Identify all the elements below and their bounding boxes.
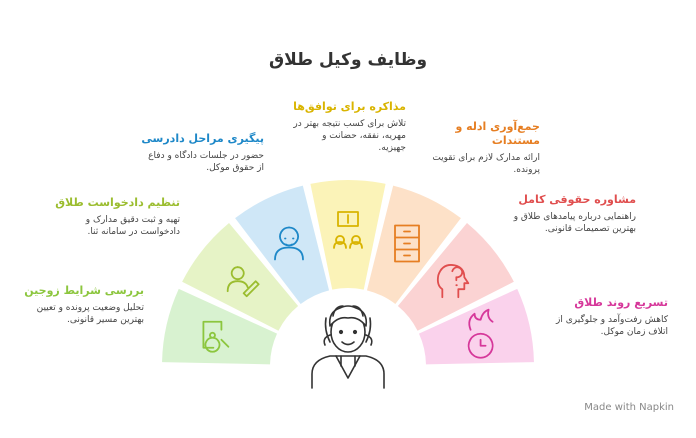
step-label: جمع‌آوری ادله و مستندات ارائه مدارک لازم … xyxy=(428,120,540,176)
file-cabinet-icon xyxy=(394,224,420,263)
step-description: کاهش رفت‌وآمد و جلوگیری از اتلاف زمان مو… xyxy=(556,315,668,337)
step-label: تسریع روند طلاق کاهش رفت‌وآمد و جلوگیری ا… xyxy=(548,296,668,338)
step-heading: تنظیم دادخواست طلاق xyxy=(55,196,180,209)
step-heading: مشاوره حقوقی کامل xyxy=(518,193,636,206)
step-description: تهیه و ثبت دقیق مدارک و دادخواست در ساما… xyxy=(85,215,180,237)
napkin-watermark: Made with Napkin xyxy=(584,402,674,413)
step-label: پیگیری مراحل دادرسی حضور در جلسات دادگاه … xyxy=(140,132,264,174)
step-description: راهنمایی درباره پیامدهای طلاق و بهترین ت… xyxy=(513,212,636,234)
fan-segment xyxy=(182,223,299,331)
step-heading: مذاکره برای توافق‌ها xyxy=(293,100,406,113)
step-label: مذاکره برای توافق‌ها تلاش برای کسب نتیجه … xyxy=(292,100,406,154)
magnifier-person-icon xyxy=(202,320,230,353)
fan-segment xyxy=(162,288,278,365)
step-description: حضور در جلسات دادگاه و دفاع از حقوق موکل… xyxy=(148,151,264,173)
step-label: بررسی شرایط زوجین تحلیل وضعیت پرونده و تع… xyxy=(16,284,144,326)
step-description: تلاش برای کسب نتیجه بهتر در مهریه، نفقه،… xyxy=(293,119,406,153)
step-heading: بررسی شرایط زوجین xyxy=(24,284,144,297)
step-description: تحلیل وضعیت پرونده و تعیین بهترین مسیر ق… xyxy=(36,303,144,325)
step-heading: پیگیری مراحل دادرسی xyxy=(141,132,264,145)
fan-segment xyxy=(235,185,330,305)
lawyer-icon xyxy=(311,305,385,389)
flaming-clock-icon xyxy=(467,308,494,359)
judge-icon xyxy=(274,226,304,261)
fan-segment xyxy=(366,185,461,305)
step-heading: جمع‌آوری ادله و مستندات xyxy=(455,120,540,147)
step-label: مشاوره حقوقی کامل راهنمایی درباره پیامدها… xyxy=(512,193,636,235)
negotiation-icon xyxy=(333,211,363,249)
fan-segment xyxy=(310,180,386,290)
step-label: تنظیم دادخواست طلاق تهیه و ثبت دقیق مدارک… xyxy=(44,196,180,238)
fan-segment xyxy=(418,288,534,365)
head-question-icon xyxy=(436,264,470,299)
step-description: ارائه مدارک لازم برای تقویت پرونده. xyxy=(432,153,540,175)
person-pen-icon xyxy=(226,266,260,298)
step-heading: تسریع روند طلاق xyxy=(574,296,668,309)
page-title: وظایف وکیل طلاق xyxy=(268,50,428,70)
